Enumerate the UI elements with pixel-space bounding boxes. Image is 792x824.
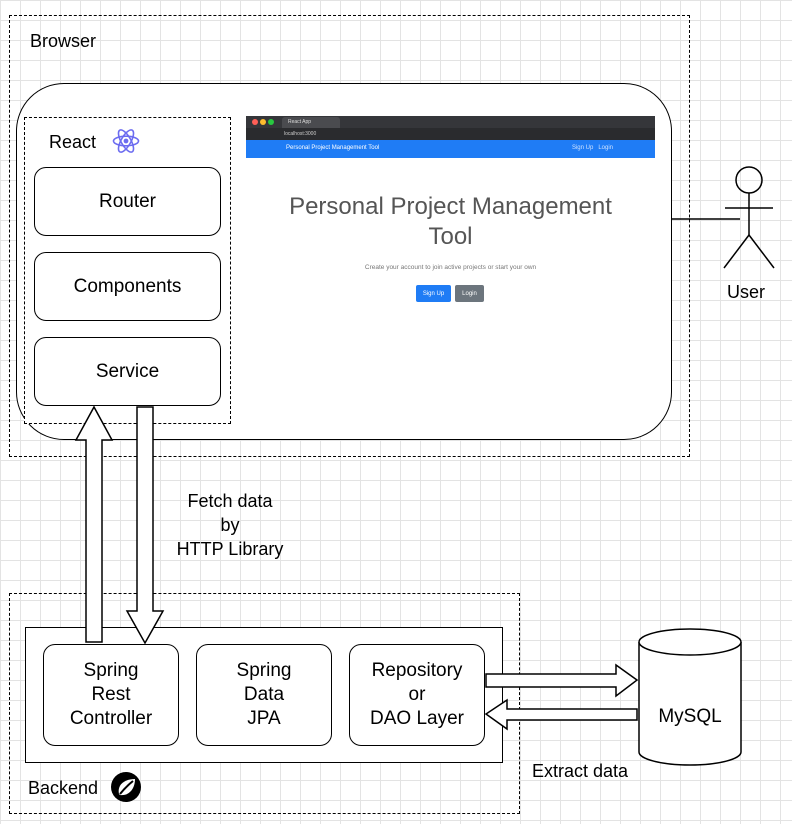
navbar-links: Sign Up Login — [572, 145, 613, 151]
spring-rest-controller: Spring Rest Controller — [43, 644, 179, 746]
react-atom-icon — [112, 127, 140, 155]
app-heading: Personal Project Management Tool — [289, 193, 612, 250]
app-lead-text: Create your account to join active proje… — [364, 264, 537, 271]
address-bar: localhost:3000 — [246, 128, 655, 140]
minimize-dot-icon — [260, 119, 266, 125]
backend-container — [9, 593, 520, 814]
browser-tab: React App — [282, 117, 340, 128]
app-navbar: Personal Project Management Tool Sign Up… — [246, 140, 655, 158]
rightward-hollow-arrow — [485, 663, 639, 698]
nav-link-login: Login — [598, 145, 613, 151]
user-stick-figure-icon — [718, 165, 778, 270]
spring-leaf-icon — [110, 771, 142, 803]
mysql-cylinder-icon — [638, 628, 742, 766]
upward-hollow-arrow — [74, 405, 114, 643]
close-dot-icon — [252, 119, 258, 125]
url-text: localhost:3000 — [284, 131, 317, 137]
backend-label: Backend — [28, 778, 99, 798]
maximize-dot-icon — [268, 119, 274, 125]
browser-tab-bar: React App — [246, 116, 655, 128]
downward-hollow-arrow — [125, 406, 165, 645]
spring-data-jpa: Spring Data JPA — [196, 644, 332, 746]
components-module: Components — [34, 252, 221, 321]
mysql-label: MySQL — [658, 706, 722, 727]
repository-dao-layer: Repository or DAO Layer — [349, 644, 485, 746]
extract-data-label: Extract data — [532, 761, 629, 781]
browser-label: Browser — [30, 31, 97, 51]
navbar-brand: Personal Project Management Tool — [286, 145, 380, 151]
app-login-button: Login — [455, 285, 484, 302]
user-label: User — [727, 282, 766, 302]
app-signup-button: Sign Up — [416, 285, 451, 302]
react-label: React — [49, 132, 97, 152]
leftward-hollow-arrow — [484, 698, 638, 731]
app-preview: React App localhost:3000 Personal Projec… — [246, 116, 655, 316]
router-module: Router — [34, 167, 221, 236]
service-module: Service — [34, 337, 221, 406]
http-connector-label: Fetch data by HTTP Library — [176, 491, 284, 559]
nav-link-signup: Sign Up — [571, 145, 594, 151]
browser-container — [9, 15, 690, 457]
